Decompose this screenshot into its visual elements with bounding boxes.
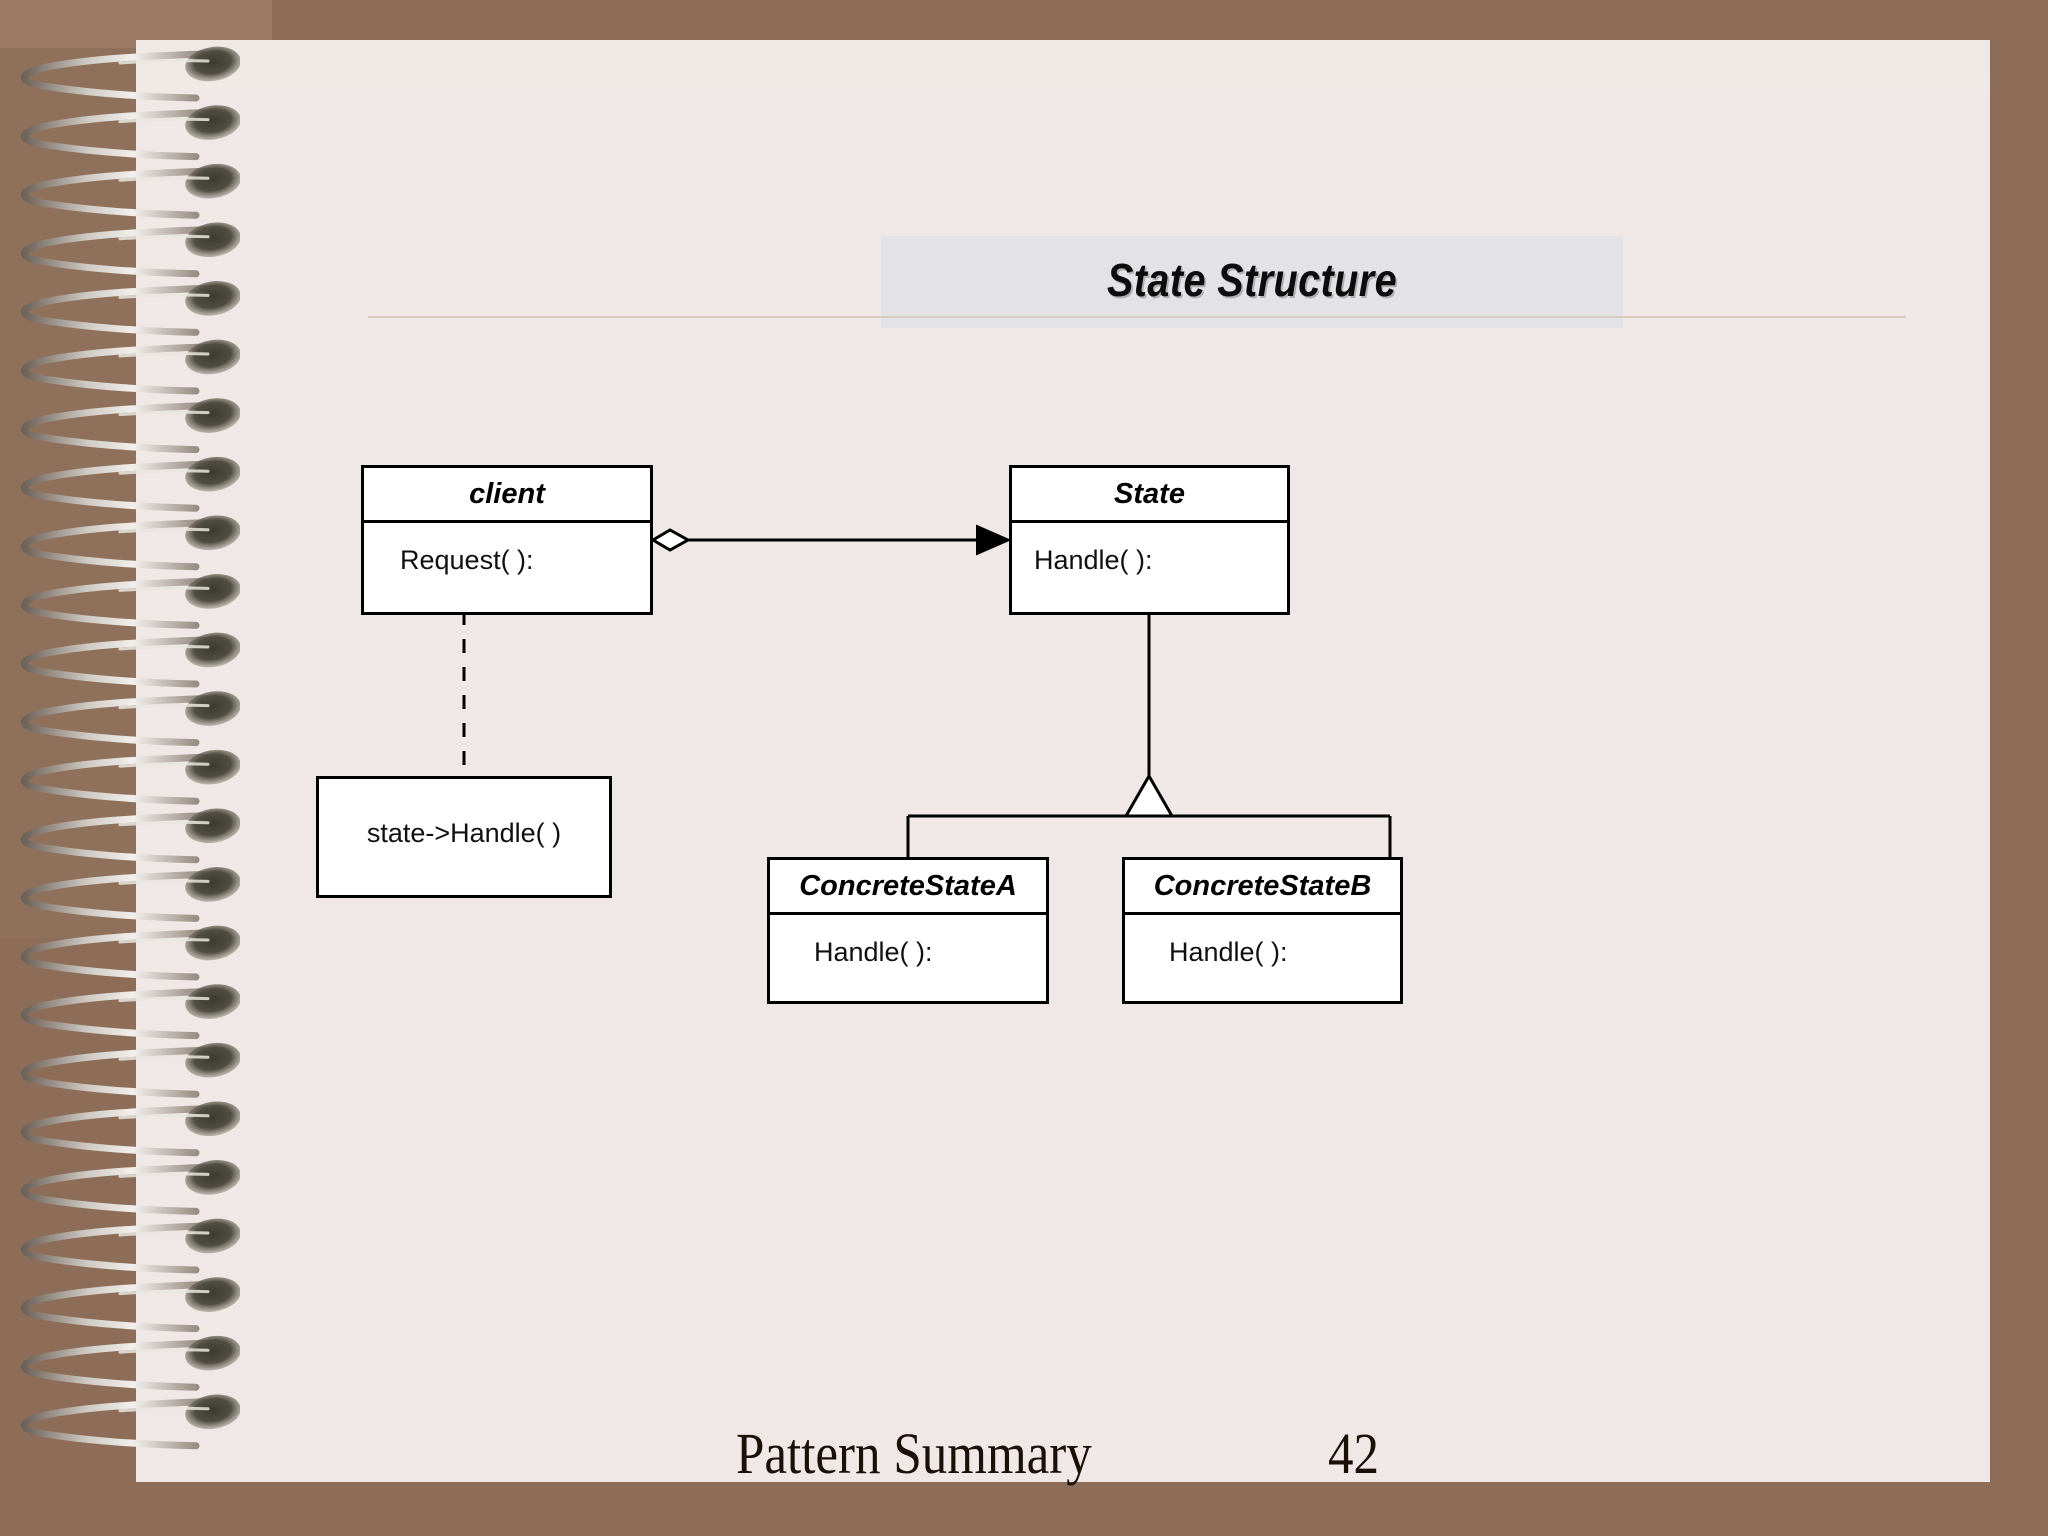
hollow-triangle-icon: [1123, 772, 1175, 818]
aggregation-connector: [650, 524, 1012, 556]
uml-operation: Request( ):: [400, 545, 534, 575]
uml-class-name: client: [364, 468, 650, 523]
generalization-connector: [906, 615, 1392, 857]
uml-class-name: ConcreteStateA: [770, 860, 1046, 915]
uml-note[interactable]: [316, 776, 612, 898]
notebook-page: State Structure: [136, 40, 1990, 1486]
uml-operation: Handle( ):: [814, 937, 933, 967]
background-band-left: [0, 48, 136, 938]
title-band: [881, 236, 1623, 328]
title-divider: [368, 316, 1906, 318]
footer-title: Pattern Summary: [736, 1421, 1092, 1486]
page-title: State Structure: [1106, 254, 1398, 306]
uml-class-concrete-state-a[interactable]: ConcreteStateA Handle( ):: [767, 857, 1049, 1004]
uml-class-name: State: [1012, 468, 1287, 523]
uml-diagram-canvas: [455, 524, 1392, 857]
uml-class-client[interactable]: client Request( ):: [361, 465, 653, 615]
page-sheen: [136, 40, 1990, 160]
uml-operation: Handle( ):: [1034, 545, 1153, 575]
uml-note-text: state->Handle( ): [366, 818, 562, 848]
open-diamond-icon: [650, 528, 692, 552]
page-number: 42: [1328, 1421, 1380, 1486]
uml-class-concrete-state-b[interactable]: ConcreteStateB Handle( ):: [1122, 857, 1403, 1004]
uml-operation: Handle( ):: [1169, 937, 1288, 967]
uml-class-name: ConcreteStateB: [1125, 860, 1400, 915]
filled-arrow-icon: [976, 524, 1012, 556]
uml-class-state[interactable]: State Handle( ):: [1009, 465, 1290, 615]
